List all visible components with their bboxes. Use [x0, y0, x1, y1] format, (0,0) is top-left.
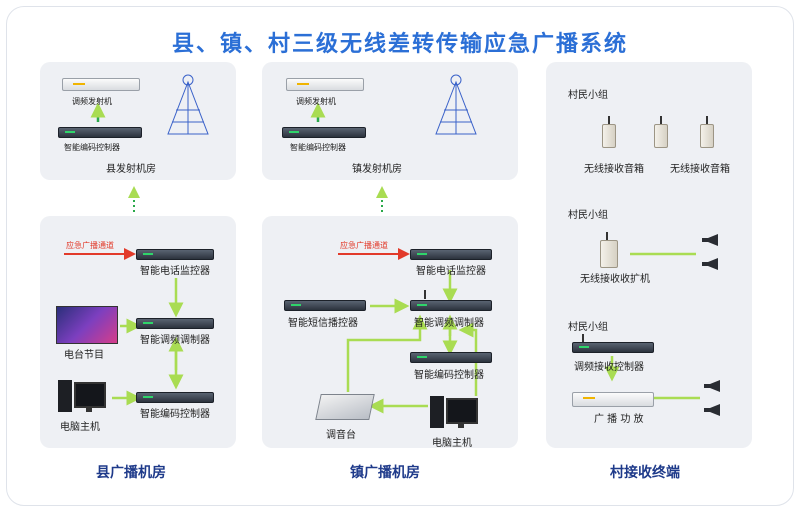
- town-fm-transmitter: [286, 78, 364, 91]
- town-phone-monitor: [410, 249, 492, 260]
- town-modulator-antenna: [424, 290, 426, 299]
- town-encoder-label: 智能编码控制器: [414, 370, 484, 381]
- wireless-speaker-box-2: [654, 124, 668, 148]
- county-fm-modulator-label: 智能调频调制器: [140, 335, 210, 346]
- horn-speaker-icon: [704, 404, 720, 416]
- county-emergency-label: 应急广播通道: [66, 241, 114, 250]
- county-phone-monitor: [136, 249, 214, 260]
- town-fm-modulator: [410, 300, 492, 311]
- village-group-3-label: 村民小组: [568, 322, 608, 333]
- wireless-speaker-label-1: 无线接收音箱: [584, 164, 644, 175]
- town-emergency-label: 应急广播通道: [340, 241, 388, 250]
- town-sms-controller: [284, 300, 366, 311]
- town-computer-icon: [430, 396, 478, 428]
- county-encoder: [136, 392, 214, 403]
- town-tx-encoder-label: 智能编码控制器: [290, 143, 346, 152]
- village-group-2-label: 村民小组: [568, 210, 608, 221]
- county-encoder-label: 智能编码控制器: [140, 409, 210, 420]
- town-fm-transmitter-label: 调频发射机: [296, 97, 336, 106]
- county-fm-modulator: [136, 318, 214, 329]
- wireless-receiver-amp-label: 无线接收收扩机: [580, 274, 650, 285]
- county-computer-icon: [58, 380, 106, 412]
- town-tx-room-label: 镇发射机房: [352, 164, 402, 175]
- town-computer-label: 电脑主机: [432, 438, 472, 449]
- county-tx-room-label: 县发射机房: [106, 164, 156, 175]
- receiver-amp-antenna: [606, 232, 608, 241]
- village-room-label: 村接收终端: [610, 465, 680, 481]
- town-encoder: [410, 352, 492, 363]
- horn-speaker-icon: [702, 234, 718, 246]
- town-sms-controller-label: 智能短信播控器: [288, 318, 358, 329]
- town-fm-modulator-label: 智能调频调制器: [414, 318, 484, 329]
- county-tx-encoder-label: 智能编码控制器: [64, 143, 120, 152]
- fm-receiver-controller: [572, 342, 654, 353]
- county-fm-transmitter: [62, 78, 140, 91]
- box1-antenna: [608, 116, 610, 125]
- town-tower-icon: [435, 74, 477, 135]
- town-phone-monitor-label: 智能电话监控器: [416, 266, 486, 277]
- county-computer-label: 电脑主机: [60, 422, 100, 433]
- broadcast-amplifier: [572, 392, 654, 407]
- wireless-speaker-box-3: [700, 124, 714, 148]
- village-group-1-label: 村民小组: [568, 90, 608, 101]
- broadcast-amplifier-label: 广 播 功 放: [594, 414, 644, 425]
- town-tx-encoder: [282, 127, 366, 138]
- county-fm-transmitter-label: 调频发射机: [72, 97, 112, 106]
- mixer-label: 调音台: [326, 430, 356, 441]
- wireless-receiver-amp: [600, 240, 618, 268]
- tv-program-image: [56, 306, 118, 344]
- horn-speaker-icon: [704, 380, 720, 392]
- wireless-speaker-box-1: [602, 124, 616, 148]
- tv-program-label: 电台节目: [64, 350, 104, 361]
- wireless-speaker-label-2: 无线接收音箱: [670, 164, 730, 175]
- box2-antenna: [660, 116, 662, 125]
- mixer-console-icon: [315, 394, 375, 420]
- town-station-room-label: 镇广播机房: [350, 465, 420, 481]
- county-tower-icon: [167, 74, 209, 135]
- fm-receiver-antenna: [582, 334, 584, 343]
- county-phone-monitor-label: 智能电话监控器: [140, 266, 210, 277]
- fm-receiver-controller-label: 调频接收控制器: [574, 362, 644, 373]
- horn-speaker-icon: [702, 258, 718, 270]
- county-station-room-label: 县广播机房: [96, 465, 166, 481]
- box3-antenna: [706, 116, 708, 125]
- diagram-title: 县、镇、村三级无线差转传输应急广播系统: [171, 32, 628, 57]
- county-tx-encoder: [58, 127, 142, 138]
